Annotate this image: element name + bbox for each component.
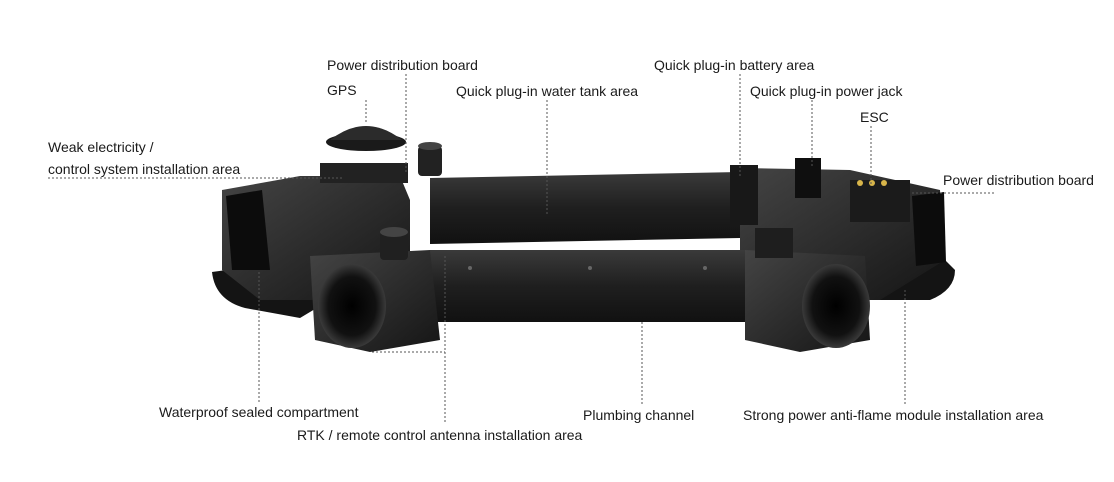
battery-plug [730, 165, 758, 225]
esc-block [850, 180, 910, 222]
label-esc: ESC [860, 109, 889, 125]
leader-lines [48, 74, 994, 424]
esc-terminal-3 [881, 180, 887, 186]
left-end-port [226, 190, 270, 270]
back-beam [430, 172, 740, 244]
water-tank-connector [418, 146, 442, 176]
right-end-port [912, 192, 946, 266]
label-strong-power-module: Strong power anti-flame module installat… [743, 407, 1044, 423]
label-power-jack: Quick plug-in power jack [750, 83, 903, 99]
label-water-tank-area: Quick plug-in water tank area [456, 83, 639, 99]
label-waterproof-compartment: Waterproof sealed compartment [159, 404, 359, 420]
label-gps: GPS [327, 82, 357, 98]
label-power-distribution-board-top: Power distribution board [327, 57, 478, 73]
label-battery-area: Quick plug-in battery area [654, 57, 815, 73]
esc-terminal-2 [869, 180, 875, 186]
gps-dome [330, 126, 402, 140]
front-beam [430, 250, 745, 322]
power-jack [795, 158, 821, 198]
front-right-port [802, 264, 870, 348]
front-left-port [318, 264, 386, 348]
label-power-distribution-board-right: Power distribution board [943, 172, 1094, 188]
esc-terminal-1 [857, 180, 863, 186]
label-weak-electricity-line2: control system installation area [48, 161, 241, 177]
label-weak-electricity-line1: Weak electricity / [48, 139, 154, 155]
left-control-box [320, 163, 408, 183]
label-plumbing-channel: Plumbing channel [583, 407, 695, 423]
label-rtk-antenna: RTK / remote control antenna installatio… [297, 427, 583, 443]
